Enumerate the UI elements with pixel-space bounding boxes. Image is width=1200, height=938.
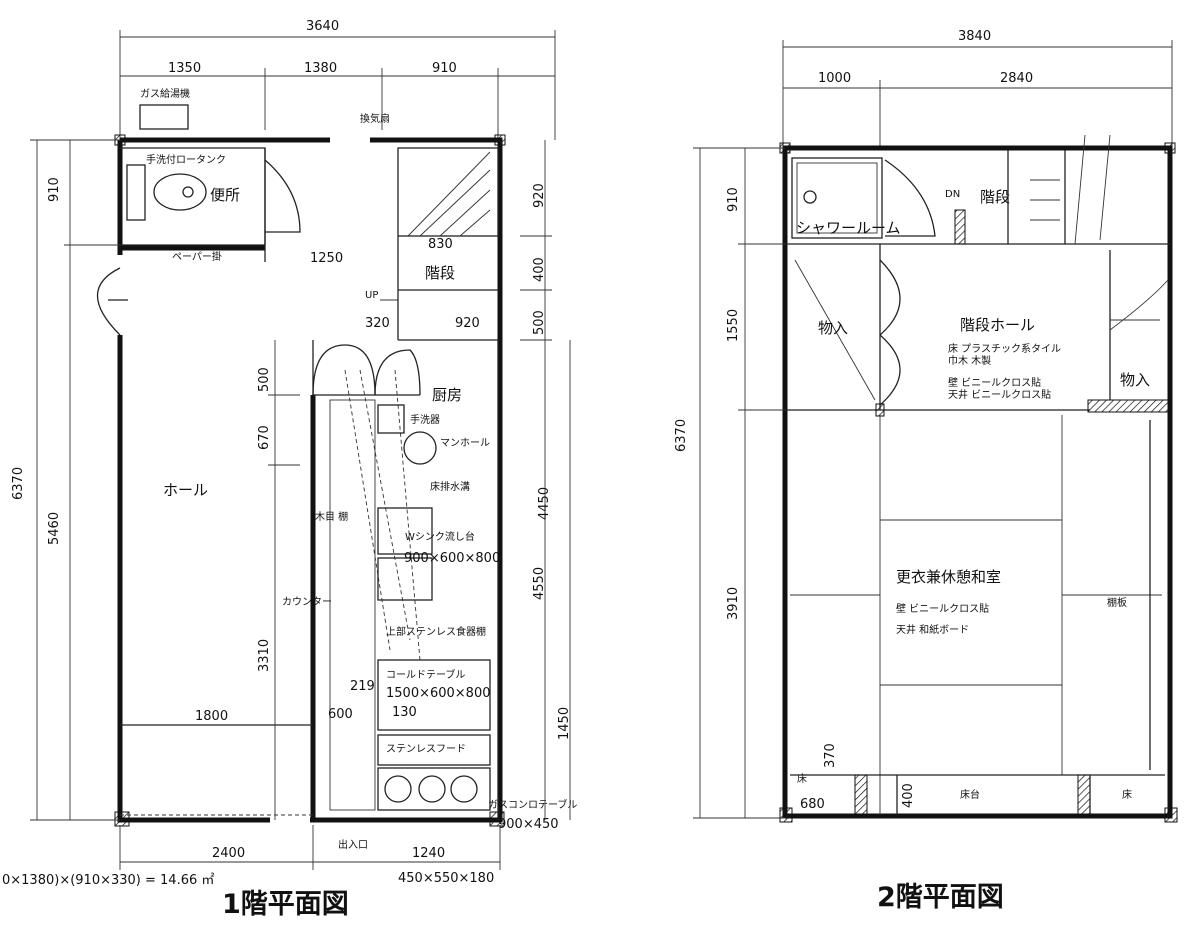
- f2-dim-680: 680: [800, 797, 825, 812]
- f1-hall-label: ホール: [163, 481, 208, 499]
- f1-dim-top-a: 1350: [168, 61, 201, 76]
- f2-dim-top-b: 2840: [1000, 71, 1033, 86]
- f2-dim-top-a: 1000: [818, 71, 851, 86]
- f1-dim-1250: 1250: [310, 251, 343, 266]
- f2-stairs-label: 階段: [980, 188, 1010, 206]
- f1-vent-label: 換気扇: [360, 112, 390, 125]
- f1-counter-label: カウンター: [282, 596, 332, 608]
- f1-dim-inner-670: 670: [257, 425, 272, 450]
- f1-gas-stove-label: ガスコンロテーブル: [488, 798, 577, 811]
- f2-dim-400: 400: [901, 783, 916, 808]
- f1-tank-label: 手洗付ロータンク: [146, 153, 226, 166]
- f1-dim-600: 600: [328, 707, 353, 722]
- f1-dim-right-4550: 4550: [532, 567, 547, 600]
- f2-ceiling2: 天井 和紙ボード: [896, 623, 969, 636]
- f2-tokonoma-label: 床: [797, 772, 807, 785]
- f1-toilet-label: 便所: [210, 186, 240, 204]
- f1-dim-right-500: 500: [532, 310, 547, 335]
- f1-dim-left-total: 6370: [11, 467, 26, 500]
- f1-shelf-size: 450×550×180: [398, 871, 494, 886]
- f1-dim-left-910: 910: [47, 177, 62, 202]
- f1-dim-bottom-b: 1240: [412, 846, 445, 861]
- floor2-plan: 3840 1000 2840 シャワールーム DN 階段 物入: [674, 29, 1178, 913]
- f1-dim-right-400: 400: [532, 257, 547, 282]
- f2-title: 2階平面図: [877, 882, 1004, 913]
- f2-wall-finish: 壁 ビニールクロス貼: [948, 376, 1041, 389]
- f1-manhole-label: マンホール: [440, 437, 490, 449]
- f1-cold-table-label: コールドテーブル: [386, 668, 465, 681]
- f1-dim-overall: 3640: [306, 19, 339, 34]
- f1-area-formula: 0×1380)×(910×330) = 14.66 ㎡: [2, 873, 214, 888]
- f1-hood-label: ステンレスフード: [386, 744, 466, 755]
- f2-tokonoma2-label: 床: [1122, 788, 1132, 801]
- f1-dim-left-5460: 5460: [47, 512, 62, 545]
- f1-dim-1800: 1800: [195, 709, 228, 724]
- f2-outer-wall: [782, 145, 1173, 819]
- f2-stair-hall-label: 階段ホール: [960, 316, 1035, 334]
- f1-gas-heater-label: ガス給湯機: [140, 87, 190, 100]
- f1-up-label: UP: [365, 290, 378, 301]
- f2-storage-left-label: 物入: [818, 319, 848, 337]
- f1-w-sink-size: 900×600×800: [404, 551, 500, 566]
- f1-faucet-label: 床排水溝: [430, 480, 470, 493]
- f1-dim-830: 830: [428, 237, 453, 252]
- f1-entrance-label: 出入口: [338, 838, 368, 851]
- f1-dim-top-b: 1380: [304, 61, 337, 76]
- f1-cold-size: 1500×600×800: [386, 686, 491, 701]
- f1-paper-label: ペーパー掛: [172, 250, 222, 263]
- f1-w-sink-label: Wシンク流し台: [405, 530, 475, 543]
- f1-wood-label: 木目 棚: [315, 510, 348, 523]
- f2-stage-label: 床台: [960, 788, 980, 801]
- f1-dim-right-920: 920: [532, 183, 547, 208]
- f1-dim-920: 920: [455, 316, 480, 331]
- floor1-plan: 3640 1350 1380 910 ガス給湯機 換気扇 手洗付ロータンク 便所…: [2, 19, 577, 920]
- f2-wall2: 壁 ビニールクロス貼: [896, 602, 989, 615]
- f1-sink-hand-label: 手洗器: [410, 413, 440, 426]
- f2-ceiling-finish: 天井 ビニールクロス貼: [948, 388, 1051, 401]
- f2-dn-label: DN: [945, 189, 960, 200]
- f2-storage-right-label: 物入: [1120, 371, 1150, 389]
- f2-dim-overall: 3840: [958, 29, 991, 44]
- f1-dim-right-4450: 4450: [537, 487, 552, 520]
- f2-dim-left-1550: 1550: [726, 309, 741, 342]
- f1-dim-inner-500: 500: [257, 367, 272, 392]
- f2-shelf-label: 棚板: [1107, 596, 1127, 609]
- f2-dim-370: 370: [823, 743, 838, 768]
- f2-dim-left-total: 6370: [674, 419, 689, 452]
- f1-dim-130: 130: [392, 705, 417, 720]
- f1-dim-top-c: 910: [432, 61, 457, 76]
- f2-dim-left-3910: 3910: [726, 587, 741, 620]
- f1-gas-size: 900×450: [498, 817, 559, 832]
- f2-floor-finish: 床 プラスチック系タイル: [948, 342, 1061, 355]
- f1-dim-inner-3310: 3310: [257, 639, 272, 672]
- f1-dim-right-1450: 1450: [557, 707, 572, 740]
- f2-dim-left-910: 910: [726, 187, 741, 212]
- f1-kitchen-label: 厨房: [432, 386, 462, 404]
- f1-title: 1階平面図: [222, 889, 349, 920]
- f1-dim-bottom-a: 2400: [212, 846, 245, 861]
- f2-baseboard: 巾木 木製: [948, 354, 991, 367]
- f1-dim-219: 219: [350, 679, 375, 694]
- f1-dim-320: 320: [365, 316, 390, 331]
- f2-shower-label: シャワールーム: [796, 219, 901, 237]
- f1-upper-steel-label: 上部ステンレス食器棚: [386, 625, 486, 638]
- f1-stairs-label: 階段: [425, 264, 455, 282]
- f2-changing-label: 更衣兼休憩和室: [896, 568, 1001, 586]
